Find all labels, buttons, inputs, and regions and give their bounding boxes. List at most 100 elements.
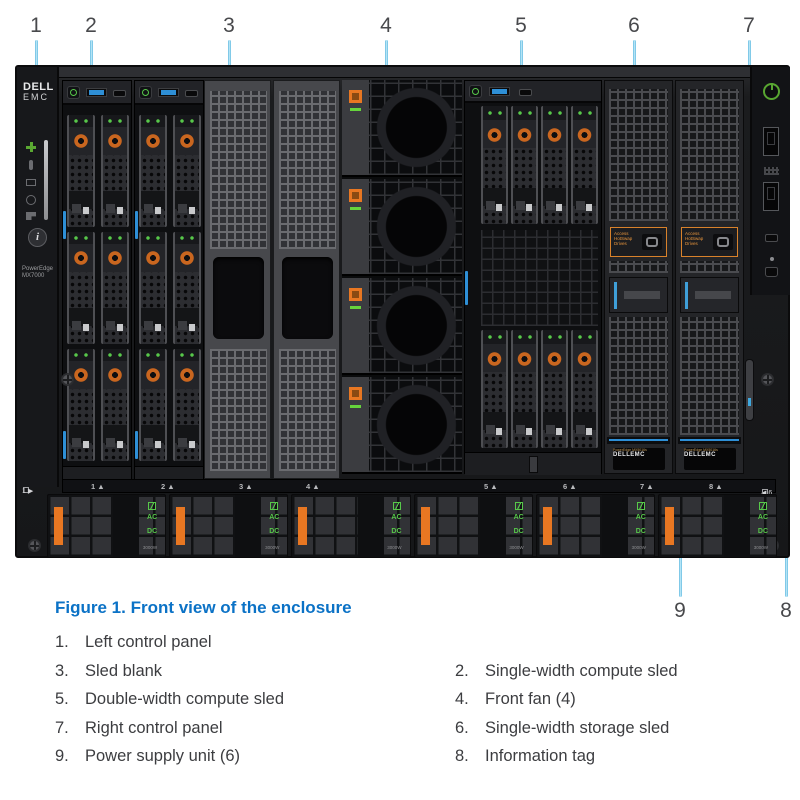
drive-bay: [67, 115, 95, 227]
status-light-bar: [607, 437, 670, 444]
sled-power-button: [139, 86, 152, 99]
compute-sled-2: [134, 80, 204, 480]
sled-blank-2: [273, 80, 340, 479]
sled-latch: [63, 211, 66, 239]
callout-line-7: [748, 40, 751, 73]
hotswap-access-label: Access HotSwap Drives: [681, 227, 738, 257]
status-led: [770, 257, 774, 261]
legend-item-6: 6.Single-width storage sled: [455, 718, 670, 737]
power-led-icon: [26, 212, 36, 220]
temperature-led-icon: [29, 160, 33, 170]
slot-label-4: 4 ▲: [306, 482, 320, 491]
drive-bay: [511, 106, 538, 224]
health-led-icon: [26, 142, 36, 152]
status-light-bar: [678, 437, 741, 444]
slot-label-8: 8 ▲: [709, 482, 723, 491]
power-icon: [636, 502, 645, 510]
blank-recess: [282, 257, 333, 339]
usb-port: [489, 87, 510, 96]
callout-8: 8: [780, 599, 792, 622]
sled-vent-grid: [481, 230, 598, 326]
front-fan-3: [342, 278, 462, 375]
sled-latch: [465, 271, 468, 305]
screw: [61, 373, 74, 386]
drive-bay: [101, 115, 129, 227]
drive-bay: [101, 232, 129, 344]
legend-item-1: 1.Left control panel: [55, 633, 212, 651]
storage-sled-brand-label: DELLEMC PowerEdge MX5016s: [684, 448, 736, 470]
drive-bay: [511, 330, 538, 448]
micro-usb-port: [185, 90, 198, 97]
power-icon: [392, 502, 401, 510]
sled-io-bar: [465, 81, 601, 103]
figure-caption: Figure 1. Front view of the enclosure: [55, 598, 352, 617]
front-fan-1: [342, 80, 462, 177]
information-button: i: [28, 228, 47, 247]
slot-label-5: 5 ▲: [484, 482, 498, 491]
slot-label-6: 6 ▲: [563, 482, 577, 491]
slot-label-7: 7 ▲: [640, 482, 654, 491]
storage-sled-2: Access HotSwap Drives DELLEMC PowerEdge …: [675, 80, 744, 474]
storage-perforation: [609, 317, 668, 435]
blank-recess: [213, 257, 264, 339]
storage-sled-brand-label: DELLEMC PowerEdge MX5016s: [613, 448, 665, 470]
sled-latch: [135, 211, 138, 239]
service-handle-bar: [609, 277, 668, 313]
sled-power-button: [469, 85, 482, 98]
callout-7: 7: [743, 14, 755, 37]
legend-item-5: 5.Double-width compute sled: [55, 690, 285, 708]
storage-perforation: [680, 261, 739, 273]
front-fan-2: [342, 179, 462, 276]
drive-bay: [67, 232, 95, 344]
callout-3: 3: [223, 14, 235, 37]
chassis-top-bezel: [17, 67, 788, 78]
usb-port: [763, 182, 779, 211]
callout-6: 6: [628, 14, 640, 37]
callout-line-9: [679, 545, 682, 597]
drive-bay: [139, 115, 167, 227]
legend-item-8: 8.Information tag: [455, 747, 596, 765]
legend-list: 1.Left control panel 3.Sled blank 2.Sing…: [55, 633, 755, 776]
usb-port: [158, 88, 179, 97]
hotswap-access-text: Access HotSwap Drives: [614, 231, 633, 246]
drive-bay: [541, 330, 568, 448]
fan-led-icon: [26, 195, 36, 205]
slot-number-strip: 1 ▲ 2 ▲ 3 ▲ 4 ▲ 5 ▲ 6 ▲ 7 ▲ 8 ▲: [62, 479, 776, 493]
sled-blank-1: [204, 80, 271, 479]
callout-4: 4: [380, 14, 392, 37]
power-icon: [148, 502, 157, 510]
mini-displayport: [765, 267, 778, 277]
drawer-handle-icon: [642, 234, 662, 250]
slot-label-2: 2 ▲: [161, 482, 175, 491]
system-power-button: [763, 83, 780, 100]
slot-label-1: 1 ▲: [91, 482, 105, 491]
callout-1: 1: [30, 14, 42, 37]
left-control-panel: DELL EMC i PowerEdge MX7000: [17, 67, 59, 487]
callout-9: 9: [674, 599, 686, 622]
power-icon: [270, 502, 279, 510]
callout-2: 2: [85, 14, 97, 37]
micro-usb-port: [765, 234, 778, 242]
legend-spacer: [455, 633, 755, 662]
callout-line-1: [35, 40, 38, 73]
sled-power-button: [67, 86, 80, 99]
hotswap-access-label: Access HotSwap Drives: [610, 227, 667, 257]
chassis-model-label: PowerEdge MX7000: [22, 266, 54, 279]
storage-perforation: [680, 317, 739, 435]
service-handle-bar: [680, 277, 739, 313]
drawer-handle-icon: [713, 234, 733, 250]
usb-port: [86, 88, 107, 97]
storage-sled-1: Access HotSwap Drives DELLEMC PowerEdge …: [604, 80, 673, 474]
drive-bay: [481, 106, 508, 224]
screw: [761, 373, 774, 386]
drive-bay: [541, 106, 568, 224]
blank-perforation: [210, 91, 267, 249]
drive-bay: [101, 349, 129, 461]
legend-item-3: 3.Sled blank: [55, 661, 163, 680]
storage-perforation: [609, 89, 668, 221]
